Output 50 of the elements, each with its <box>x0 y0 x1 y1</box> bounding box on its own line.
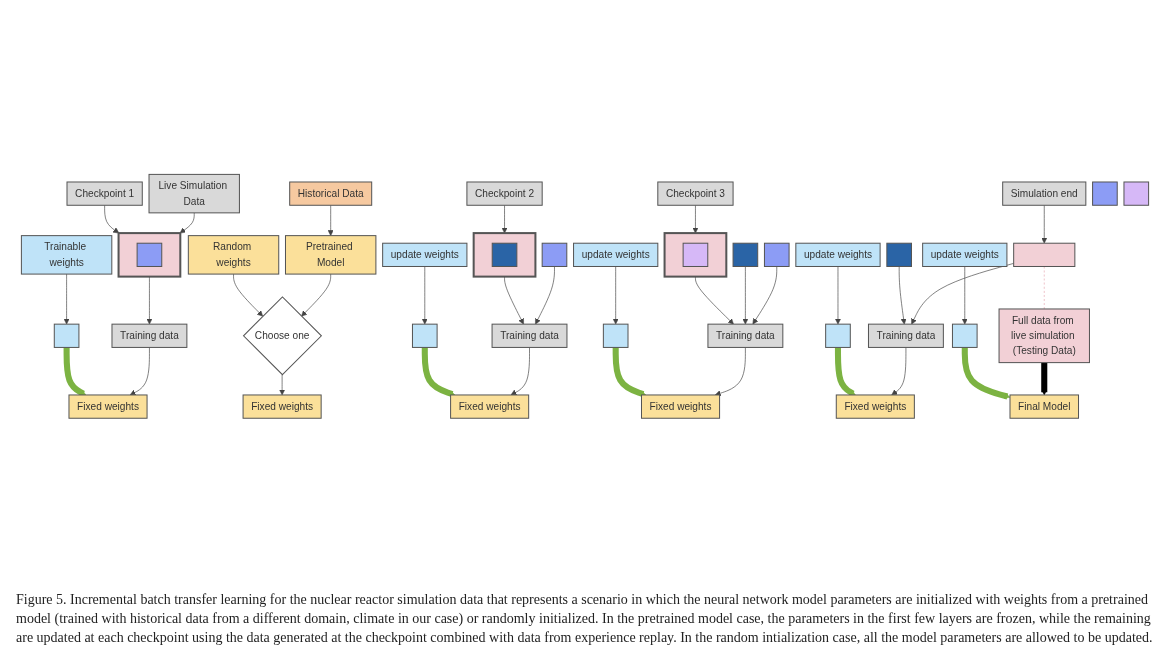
node-box: Training data <box>111 324 188 349</box>
node-box: Pretrained Model <box>285 235 377 275</box>
node-box: Checkpoint 1 <box>66 181 143 207</box>
node-box: Fixed weights <box>68 394 148 420</box>
node-box <box>1123 181 1150 207</box>
node-box <box>491 243 518 268</box>
node-bar <box>1013 243 1076 268</box>
arrow <box>612 347 647 398</box>
arrow <box>961 347 1011 400</box>
node-box <box>732 243 759 268</box>
node-box: Training data <box>867 324 944 349</box>
node-box: Final Model <box>1009 394 1080 420</box>
node-box: update weights <box>922 243 1008 268</box>
node-box: Live Simulation Data <box>148 174 240 214</box>
node-diamond: Choose one <box>242 296 323 376</box>
arrow <box>63 347 87 397</box>
cluster <box>472 232 537 278</box>
node-box: Checkpoint 3 <box>657 181 734 207</box>
cluster <box>117 232 182 278</box>
node-box: Fixed weights <box>641 394 721 420</box>
node-box <box>602 324 629 349</box>
node-box: Fixed weights <box>242 394 322 420</box>
node-box: update weights <box>573 243 659 268</box>
node-box: Random weights <box>187 235 280 275</box>
node-box <box>541 243 568 268</box>
node-box <box>136 243 163 268</box>
node-box <box>682 243 709 268</box>
node-box <box>763 243 790 268</box>
node-box: update weights <box>795 243 881 268</box>
node-box: Trainable weights <box>20 235 113 275</box>
node-box <box>53 324 80 349</box>
node-box <box>951 324 978 349</box>
cluster <box>663 232 728 278</box>
node-box: update weights <box>382 243 468 268</box>
node-box <box>886 243 912 268</box>
node-box: Checkpoint 2 <box>466 181 543 207</box>
node-box: Full data from live simulation (Testing Data) <box>998 308 1090 364</box>
arrow <box>1041 362 1048 396</box>
node-box: Fixed weights <box>450 394 530 420</box>
node-box: Training data <box>707 324 784 349</box>
node-box <box>1092 181 1118 207</box>
node-box: Fixed weights <box>835 394 915 420</box>
node-box <box>825 324 851 349</box>
node-box: Simulation end <box>1002 181 1087 207</box>
node-box: Historical Data <box>289 181 373 207</box>
figure-caption: Figure 5. Incremental batch transfer learning for the nuclear reactor simulation data that represents a scenario in which the neural network model parameters are initialized with weights from a pretrained model (trained with historical data from a different domain, climate in our case) or randomly initialized. In the pretrained model case, the parameters in the first few layers are frozen, while the remaining are updated at each checkpoint using the data generated at the checkpoint combined with data from experience replay. In the random intialization case, all the model parameters are allowed to be updated. <box>16 591 1154 648</box>
node-box: Training data <box>491 324 568 349</box>
arrow <box>421 347 456 398</box>
arrow <box>834 347 856 397</box>
node-box <box>411 324 438 349</box>
